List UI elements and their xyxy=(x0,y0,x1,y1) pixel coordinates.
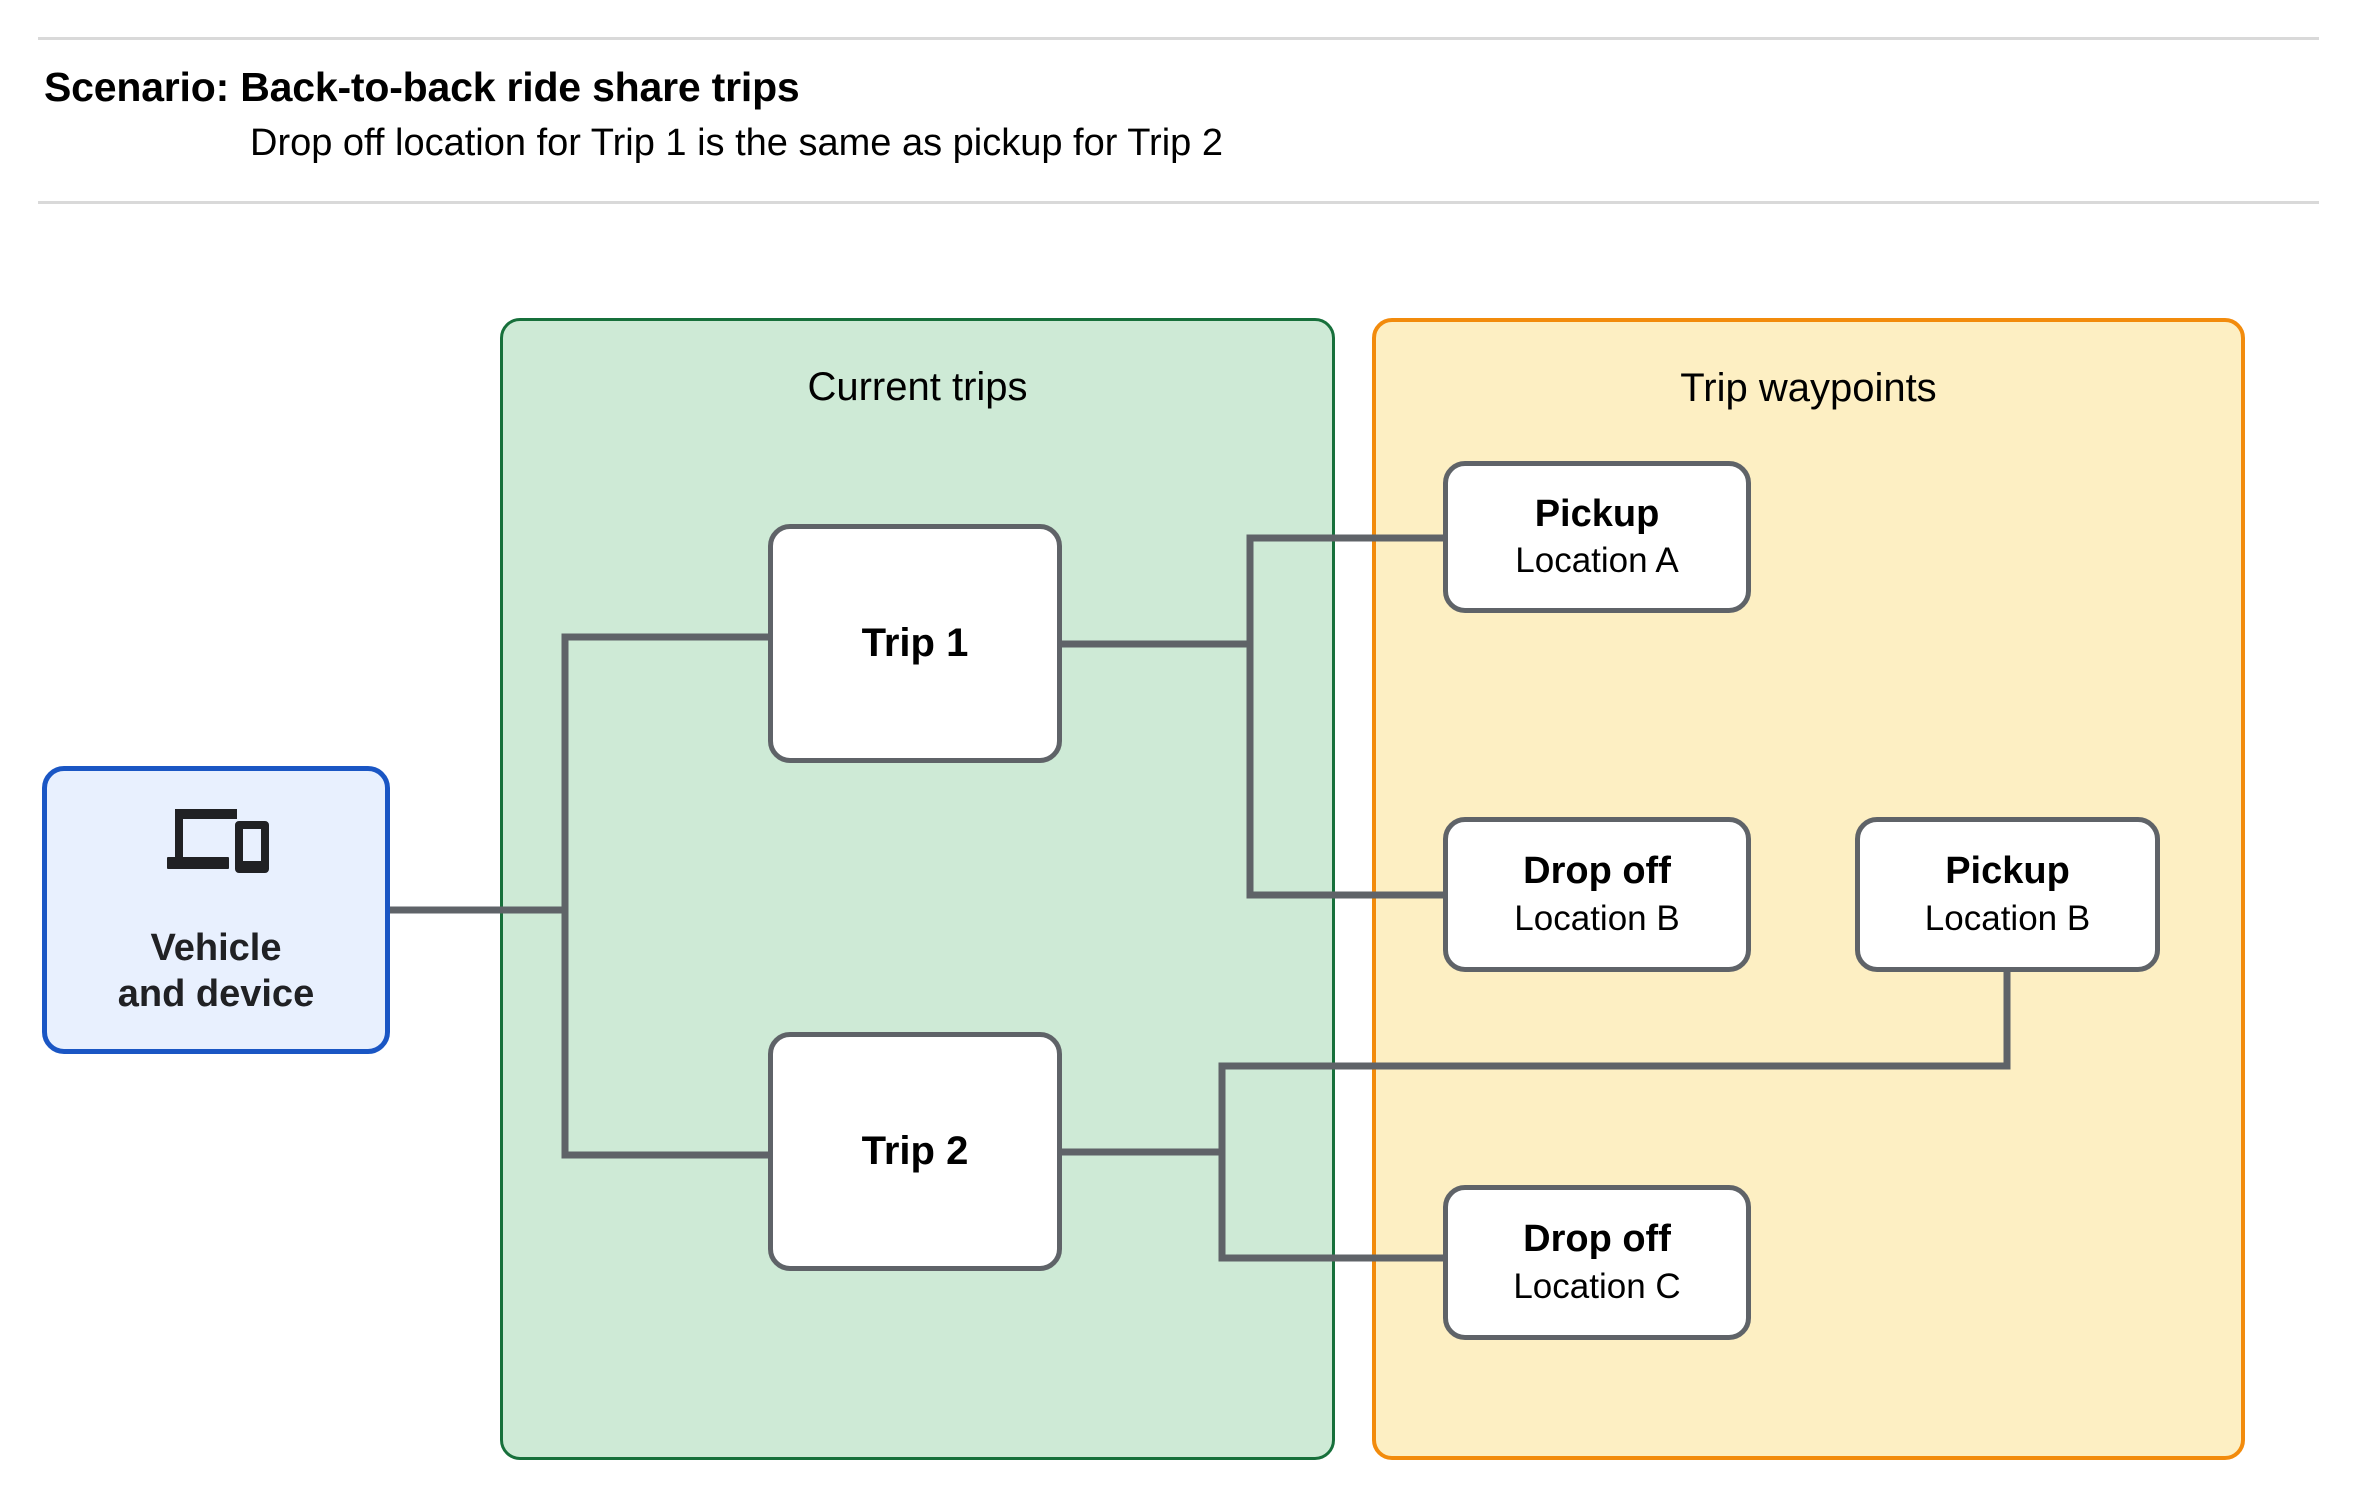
group-current-trips-title: Current trips xyxy=(807,365,1028,409)
node-pickup-location-b[interactable]: Pickup Location B xyxy=(1855,817,2160,972)
node-dropoff-location-c[interactable]: Drop off Location C xyxy=(1443,1185,1751,1340)
page-title: Scenario: Back-to-back ride share trips xyxy=(44,64,800,110)
node-pickup-a-location: Location A xyxy=(1515,541,1679,581)
node-trip-1[interactable]: Trip 1 xyxy=(768,524,1062,763)
node-pickup-location-a[interactable]: Pickup Location A xyxy=(1443,461,1751,613)
page-subtitle: Drop off location for Trip 1 is the same… xyxy=(250,122,1223,164)
node-pickup-b-location: Location B xyxy=(1924,898,2091,938)
node-pickup-b-title: Pickup xyxy=(1945,850,2070,893)
devices-icon xyxy=(167,808,269,873)
header-divider-bottom xyxy=(38,201,2319,204)
node-dropoff-c-title: Drop off xyxy=(1523,1218,1671,1261)
node-trip-2-label: Trip 2 xyxy=(861,1128,969,1173)
group-trip-waypoints-title: Trip waypoints xyxy=(1680,366,1937,410)
node-trip-2[interactable]: Trip 2 xyxy=(768,1032,1062,1271)
header-divider-top xyxy=(38,37,2319,40)
node-dropoff-location-b[interactable]: Drop off Location B xyxy=(1443,817,1751,972)
node-dropoff-c-location: Location C xyxy=(1513,1266,1681,1306)
vehicle-and-device-label: Vehicle and device xyxy=(117,926,315,1015)
node-dropoff-b-title: Drop off xyxy=(1523,850,1671,893)
node-pickup-a-title: Pickup xyxy=(1534,492,1660,535)
node-trip-1-label: Trip 1 xyxy=(861,620,969,665)
node-vehicle-and-device[interactable]: Vehicle and device xyxy=(42,766,390,1054)
node-dropoff-b-location: Location B xyxy=(1514,898,1680,938)
